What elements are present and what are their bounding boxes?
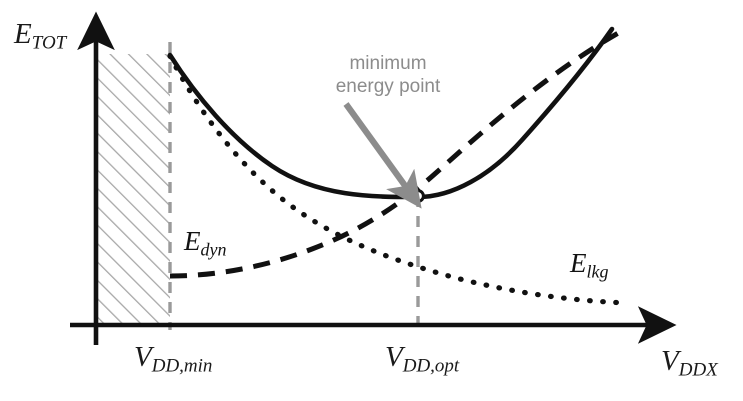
x-axis-label: VDDX: [661, 347, 718, 380]
forbidden-region-hatch: [96, 54, 170, 325]
curve-label-elkg-base: E: [570, 248, 587, 278]
curve-elkg: [167, 53, 631, 306]
x-tick-vddopt-base: V: [385, 341, 403, 373]
x-tick-vddmin-base: V: [134, 341, 152, 373]
x-tick-label-vddopt: VDD,opt: [385, 343, 459, 376]
x-axis-label-subscript: DDX: [678, 359, 718, 381]
y-axis-label: ETOT: [14, 20, 66, 53]
curve-label-edyn-subscript: dyn: [200, 239, 227, 260]
curve-label-elkg: Elkg: [570, 248, 609, 282]
annotation-arrow: [343, 102, 422, 209]
x-tick-vddopt-subscript: DD,opt: [402, 355, 460, 377]
minimum-energy-point-annotation: minimum energy point: [335, 53, 441, 98]
y-axis-label-base: E: [14, 18, 32, 50]
curve-label-elkg-subscript: lkg: [586, 261, 609, 282]
minimum-energy-point-marker: [411, 189, 425, 203]
y-axis-label-subscript: TOT: [31, 32, 67, 54]
x-tick-label-vddmin: VDD,min: [134, 343, 212, 376]
x-axis-label-base: V: [661, 345, 679, 377]
curve-label-edyn: Edyn: [184, 226, 227, 260]
curve-label-edyn-base: E: [184, 226, 201, 256]
x-tick-vddmin-subscript: DD,min: [151, 355, 213, 377]
